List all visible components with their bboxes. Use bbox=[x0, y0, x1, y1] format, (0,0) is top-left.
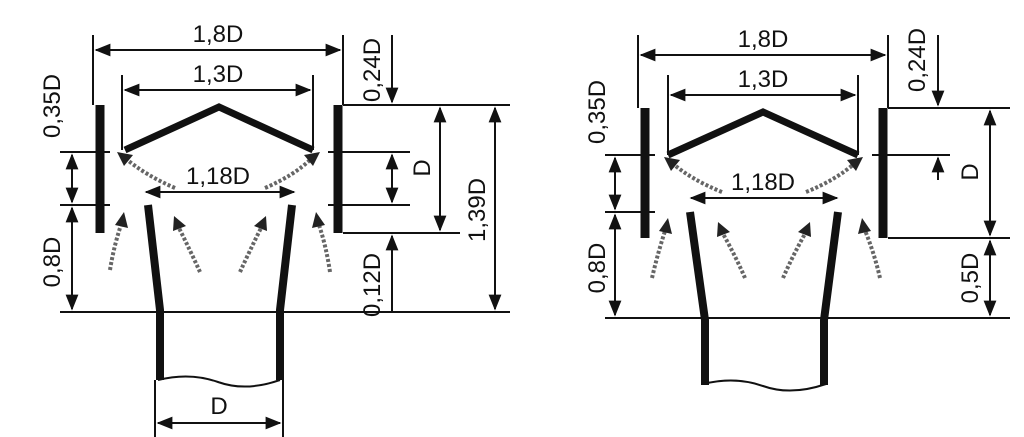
label-right-total-a: 1,39D bbox=[464, 178, 491, 242]
pipe-wall-right-a bbox=[276, 204, 296, 380]
label-right-top-a: 0,24D bbox=[359, 38, 386, 102]
deflector-diagram-b: 1,8D 1,3D 1,18D 0,35D 0,8D 0,24D D 0,5D bbox=[584, 26, 1010, 392]
cap-roof-a bbox=[123, 103, 315, 154]
extension-lines-b bbox=[605, 35, 1010, 319]
pipe-break-a bbox=[157, 375, 281, 388]
extension-lines-a bbox=[60, 35, 510, 437]
label-left-bottom-b: 0,8D bbox=[584, 243, 611, 294]
label-cap-width-b: 1,3D bbox=[738, 66, 789, 93]
label-pipe-width-a: D bbox=[210, 393, 227, 420]
flow-arrows-b bbox=[650, 157, 882, 279]
label-right-low-a: 0,12D bbox=[359, 253, 386, 317]
label-throat-width-b: 1,18D bbox=[731, 169, 795, 196]
label-left-bottom-a: 0,8D bbox=[39, 237, 66, 288]
label-cap-width-a: 1,3D bbox=[193, 61, 244, 88]
cap-roof-b bbox=[666, 108, 860, 159]
pipe-break-b bbox=[702, 379, 827, 392]
pipe-wall-right-b bbox=[820, 211, 842, 385]
label-outer-width-a: 1,8D bbox=[193, 21, 244, 48]
pipe-wall-left-a bbox=[144, 204, 164, 380]
label-right-low-b: 0,5D bbox=[957, 253, 984, 304]
label-right-mid-b: D bbox=[957, 163, 984, 180]
label-right-mid-a: D bbox=[409, 159, 436, 176]
label-right-top-b: 0,24D bbox=[904, 28, 931, 92]
flow-arrows-a bbox=[108, 152, 332, 273]
label-left-top-a: 0,35D bbox=[39, 74, 66, 138]
label-throat-width-a: 1,18D bbox=[186, 163, 250, 190]
label-left-top-b: 0,35D bbox=[584, 80, 611, 144]
label-outer-width-b: 1,8D bbox=[738, 26, 789, 53]
pipe-wall-left-b bbox=[686, 211, 709, 385]
deflector-diagram-a: 1,8D 1,3D 1,18D D 0,35D 0,8D 0,24D D 0,1… bbox=[39, 21, 510, 437]
